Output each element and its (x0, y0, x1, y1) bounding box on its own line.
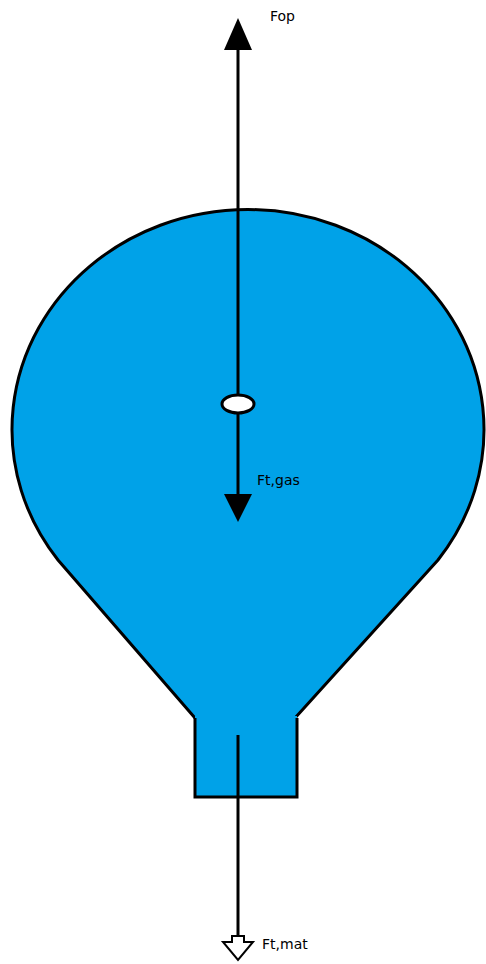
arrowhead-up (224, 18, 252, 50)
force-label: Fop (270, 8, 295, 25)
arrowhead-hollow (223, 936, 253, 960)
balloon-envelope (12, 210, 484, 718)
basket-outline (195, 718, 297, 797)
force-label: Ft,mat (262, 936, 308, 953)
force-label: Ft,gas (257, 472, 300, 489)
arrowhead-down (224, 494, 252, 522)
force-line (237, 48, 240, 498)
force-line (237, 735, 240, 938)
balloon-basket (195, 716, 297, 797)
center-point (222, 395, 254, 413)
